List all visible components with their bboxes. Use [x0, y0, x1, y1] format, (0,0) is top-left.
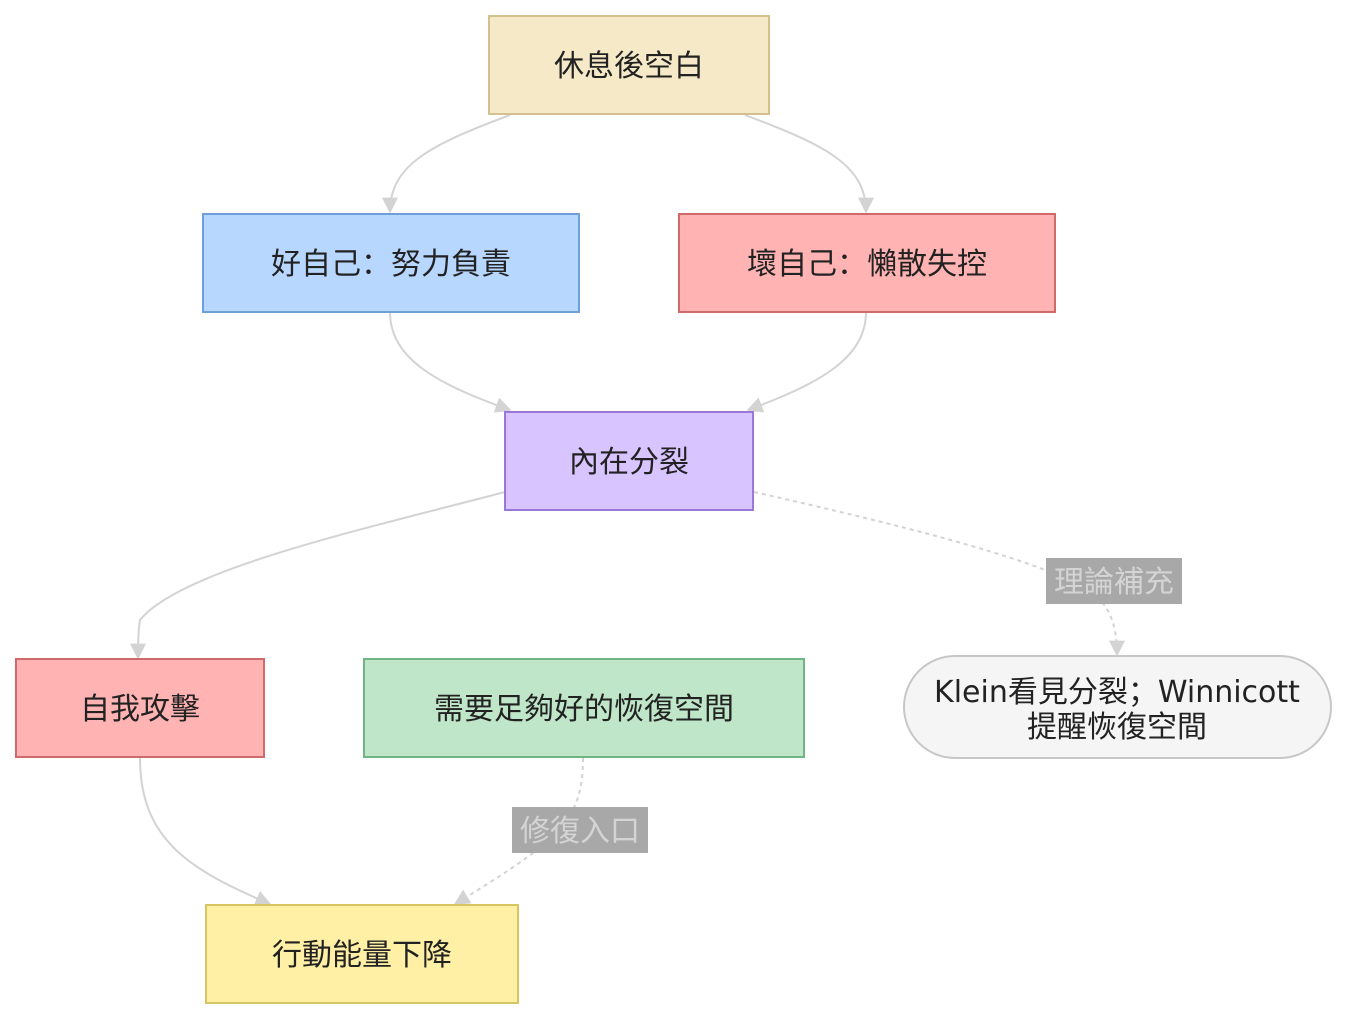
edge-good-to-split — [389, 311, 512, 413]
node-good-enough-space-label: 需要足夠好的恢復空間 — [434, 692, 734, 727]
edge-label-repair-text: 修復入口 — [520, 814, 640, 849]
node-rest-blank-label: 休息後空白 — [554, 49, 704, 84]
node-self-attack-label: 自我攻擊 — [80, 692, 200, 727]
node-good-self[interactable]: 好自己：努力負責 — [202, 213, 580, 313]
node-good-enough-space[interactable]: 需要足夠好的恢復空間 — [363, 658, 805, 758]
edge-label-repair-entry: 修復入口 — [512, 807, 648, 853]
node-rest-blank[interactable]: 休息後空白 — [488, 15, 770, 115]
edge-label-theory-supplement: 理論補充 — [1046, 558, 1182, 604]
node-theory-note[interactable]: Klein看見分裂；Winnicott 提醒恢復空間 — [903, 655, 1332, 759]
edge-split-to-theory — [753, 491, 1125, 657]
node-theory-note-line2: 提醒恢復空間 — [1027, 710, 1207, 745]
node-bad-self[interactable]: 壞自己：懶散失控 — [678, 213, 1056, 313]
edge-rest-to-good — [382, 114, 511, 214]
node-bad-self-label: 壞自己：懶散失控 — [747, 247, 987, 282]
node-good-self-label: 好自己：努力負責 — [271, 247, 511, 282]
node-inner-split[interactable]: 內在分裂 — [504, 411, 754, 511]
node-inner-split-label: 內在分裂 — [569, 445, 689, 480]
edges — [130, 114, 1125, 906]
edge-rest-to-bad — [744, 114, 874, 214]
edge-attack-to-energy — [139, 757, 272, 906]
edge-bad-to-split — [746, 311, 867, 413]
edge-label-theory-text: 理論補充 — [1054, 565, 1174, 600]
node-self-attack[interactable]: 自我攻擊 — [15, 658, 265, 758]
node-energy-drop[interactable]: 行動能量下降 — [205, 904, 519, 1004]
node-theory-note-line1: Klein看見分裂；Winnicott — [934, 675, 1300, 710]
edge-split-to-attack — [130, 491, 506, 660]
node-energy-drop-label: 行動能量下降 — [272, 938, 452, 973]
